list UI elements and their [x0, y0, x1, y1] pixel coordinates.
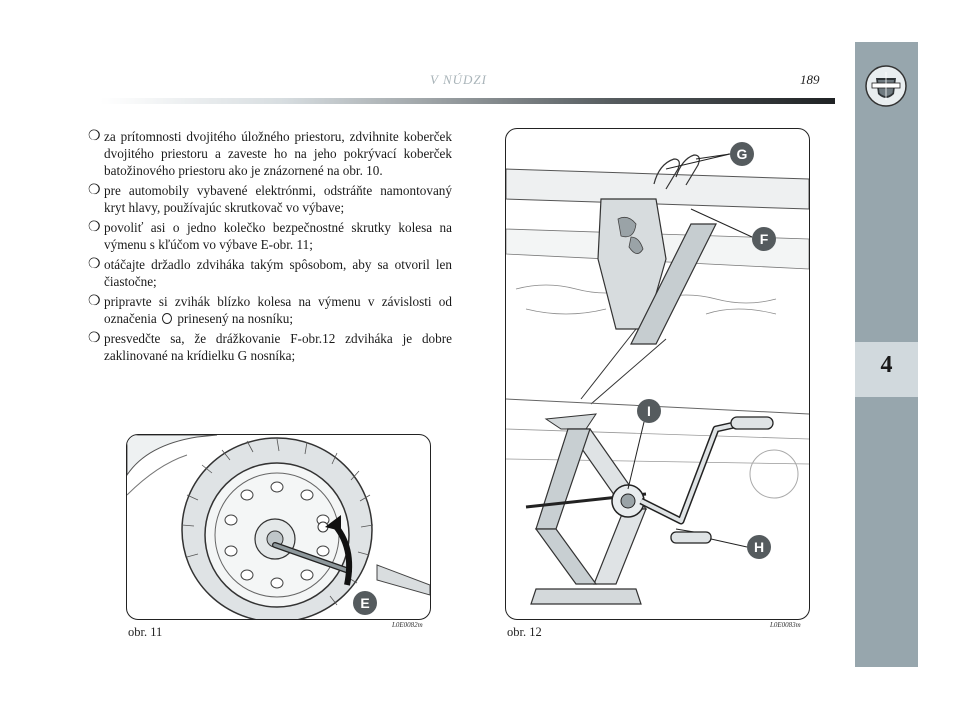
- bullet-icon: ❍: [88, 331, 101, 346]
- list-item: ❍pripravte si zvihák blízko kolesa na vý…: [88, 294, 452, 326]
- list-item: ❍presvedčte sa, že drážkovanie F-obr.12 …: [88, 331, 452, 363]
- figure-label-g: G: [737, 146, 748, 162]
- figure-11-caption: obr. 11: [128, 625, 163, 639]
- figure-label-i: I: [647, 403, 651, 419]
- header-title: V NÚDZI: [430, 72, 487, 87]
- list-item: ❍povoliť asi o jedno kolečko bezpečnostn…: [88, 220, 452, 252]
- jack-point-mark-icon: [162, 313, 173, 324]
- bullet-icon: ❍: [88, 294, 101, 309]
- bullet-icon: ❍: [88, 257, 101, 272]
- chapter-number: 4: [880, 352, 893, 378]
- instruction-list: ❍za prítomnosti dvojitého úložného pries…: [88, 128, 452, 367]
- list-item: ❍za prítomnosti dvojitého úložného pries…: [88, 129, 452, 178]
- figure-12: G F I H: [505, 128, 810, 620]
- list-item: ❍pre automobily vybavené elektrónmi, ods…: [88, 183, 452, 215]
- jack-illustration: G F I H: [506, 142, 809, 605]
- figure-11: E: [126, 434, 431, 620]
- lancia-logo-icon: [865, 65, 907, 107]
- figure-11-code: L0E0082m: [392, 621, 423, 629]
- figure-label-f: F: [760, 231, 769, 247]
- figure-label-e: E: [360, 595, 369, 611]
- side-band-chapter-tab: [855, 342, 918, 397]
- list-item: ❍otáčajte držadlo zdviháka takým spôsobo…: [88, 257, 452, 289]
- bullet-icon: ❍: [88, 183, 101, 198]
- figure-label-h: H: [754, 539, 764, 555]
- page-number: 189: [800, 72, 820, 87]
- figure-12-code: L0E0083m: [770, 621, 801, 629]
- figure-12-caption: obr. 12: [507, 625, 542, 639]
- bullet-icon: ❍: [88, 129, 101, 144]
- wheel-illustration: E: [127, 435, 430, 619]
- bullet-icon: ❍: [88, 220, 101, 235]
- header-rule: [100, 98, 835, 104]
